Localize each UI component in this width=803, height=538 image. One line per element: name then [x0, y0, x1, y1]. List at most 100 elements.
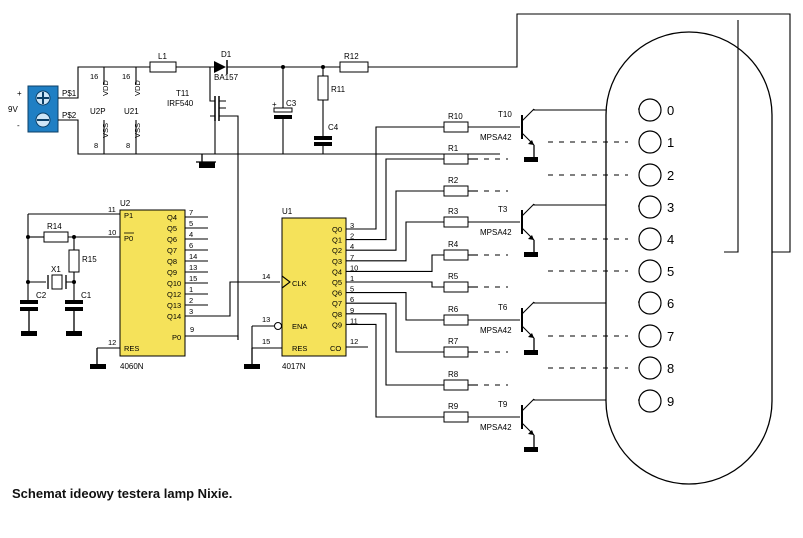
- ps1-label: P$1: [62, 89, 77, 98]
- u2-res-num: 12: [108, 338, 116, 347]
- u1-output-num: 7: [350, 253, 354, 262]
- transistor-t10: [521, 108, 535, 146]
- u2-pin-p0-num: 10: [108, 228, 116, 237]
- u1-co-label: CO: [330, 344, 341, 353]
- u1-output-label: Q6: [332, 289, 342, 298]
- resistor-r6: [443, 314, 469, 326]
- cathode-label-7: 7: [667, 329, 674, 344]
- u2-pin-num: 14: [189, 252, 197, 261]
- transistor-ref-label: T9: [498, 400, 508, 409]
- u1-output-label: Q0: [332, 225, 342, 234]
- mosfet-t11: [209, 67, 239, 340]
- u2-pin-label: Q13: [167, 301, 181, 310]
- u2-pin-label: Q14: [167, 312, 181, 321]
- crystal-x1: [47, 274, 67, 290]
- resistor-label: R5: [448, 272, 459, 281]
- u2-name-label: 4060N: [120, 362, 144, 371]
- transistor-t6: [521, 301, 535, 339]
- u2-pin-num: 2: [189, 296, 193, 305]
- resistor-label: R7: [448, 337, 459, 346]
- u1-co-num: 12: [350, 337, 358, 346]
- transistor-type-label: MPSA42: [480, 228, 512, 237]
- d1-label: D1: [221, 50, 232, 59]
- u2-pin-num: 4: [189, 230, 193, 239]
- resistor-r9: [443, 411, 469, 423]
- u2-pin-p1-num: 11: [108, 205, 116, 214]
- u2p-vdd-pin: 16: [90, 72, 98, 81]
- cathode-2: [638, 163, 662, 187]
- u21-vdd-pin: 16: [122, 72, 130, 81]
- u2-pin-label: Q4: [167, 213, 177, 222]
- transistor-ref-label: T10: [498, 110, 512, 119]
- u2-pin-num: 5: [189, 219, 193, 228]
- resistor-r11: [317, 75, 329, 101]
- resistor-r3: [443, 216, 469, 228]
- l1-label: L1: [158, 52, 167, 61]
- cathode-label-5: 5: [667, 264, 674, 279]
- resistor-r1: [443, 153, 469, 165]
- voltage-label: 9V: [8, 105, 18, 114]
- u1-output-label: Q1: [332, 236, 342, 245]
- resistor-label: R6: [448, 305, 459, 314]
- u21-vss-label: VSS: [133, 123, 142, 138]
- u1-output-label: Q3: [332, 257, 342, 266]
- cathode-3: [638, 195, 662, 219]
- u2-pin-num: 13: [189, 263, 197, 272]
- resistor-r8: [443, 379, 469, 391]
- resistor-r7: [443, 346, 469, 358]
- u1-output-label: Q5: [332, 278, 342, 287]
- u1-output-num: 3: [350, 221, 354, 230]
- u1-ena-label: ENA: [292, 322, 307, 331]
- r12-label: R12: [344, 52, 359, 61]
- power-terminal: [27, 85, 59, 133]
- cathode-label-6: 6: [667, 296, 674, 311]
- capacitor-c1: [65, 300, 83, 304]
- u1-res-num: 15: [262, 337, 270, 346]
- u2-pin-label: Q9: [167, 268, 177, 277]
- u2-pin-num: 3: [189, 307, 193, 316]
- u2-p0-out-num: 9: [190, 325, 194, 334]
- transistor-type-label: MPSA42: [480, 133, 512, 142]
- u2p-vdd-label: VDD: [101, 80, 110, 96]
- t11-type-label: IRF540: [167, 99, 194, 108]
- u1-output-label: Q4: [332, 267, 342, 276]
- u2-pin-label: Q12: [167, 290, 181, 299]
- resistor-r4: [443, 249, 469, 261]
- cathode-label-4: 4: [667, 232, 674, 247]
- u1-output-num: 10: [350, 263, 358, 272]
- u2-pin-label: Q10: [167, 279, 181, 288]
- u1-output-num: 11: [350, 316, 358, 325]
- cathode-4: [638, 227, 662, 251]
- transistor-ref-label: T6: [498, 303, 508, 312]
- u1-output-num: 6: [350, 295, 354, 304]
- cathode-6: [638, 291, 662, 315]
- u1-clk-label: CLK: [292, 279, 307, 288]
- u2-p0-out-label: P0: [172, 333, 181, 342]
- u1-clk-num: 14: [262, 272, 270, 281]
- capacitor-c4: [314, 136, 332, 140]
- resistor-label: R10: [448, 112, 463, 121]
- resistor-label: R1: [448, 144, 459, 153]
- u2-pin-label: Q5: [167, 224, 177, 233]
- cathode-1: [638, 130, 662, 154]
- u1-name-label: 4017N: [282, 362, 306, 371]
- u2-ref-label: U2: [120, 199, 131, 208]
- resistor-r15: [68, 249, 80, 273]
- u21-vss-pin: 8: [126, 141, 130, 150]
- c3-label: C3: [286, 99, 297, 108]
- diode-d1: [214, 60, 228, 74]
- cathode-7: [638, 324, 662, 348]
- u1-ref-label: U1: [282, 207, 293, 216]
- cathode-label-3: 3: [667, 200, 674, 215]
- u1-ena-bubble: [274, 322, 282, 330]
- u1-output-num: 4: [350, 242, 354, 251]
- u2-pin-p1-label: P1: [124, 211, 133, 220]
- u1-output-num: 1: [350, 274, 354, 283]
- ps2-label: P$2: [62, 111, 77, 120]
- cathode-label-1: 1: [667, 135, 674, 150]
- cathode-5: [638, 259, 662, 283]
- transistor-ref-label: T3: [498, 205, 508, 214]
- plus-label: +: [17, 89, 22, 98]
- cathode-9: [638, 389, 662, 413]
